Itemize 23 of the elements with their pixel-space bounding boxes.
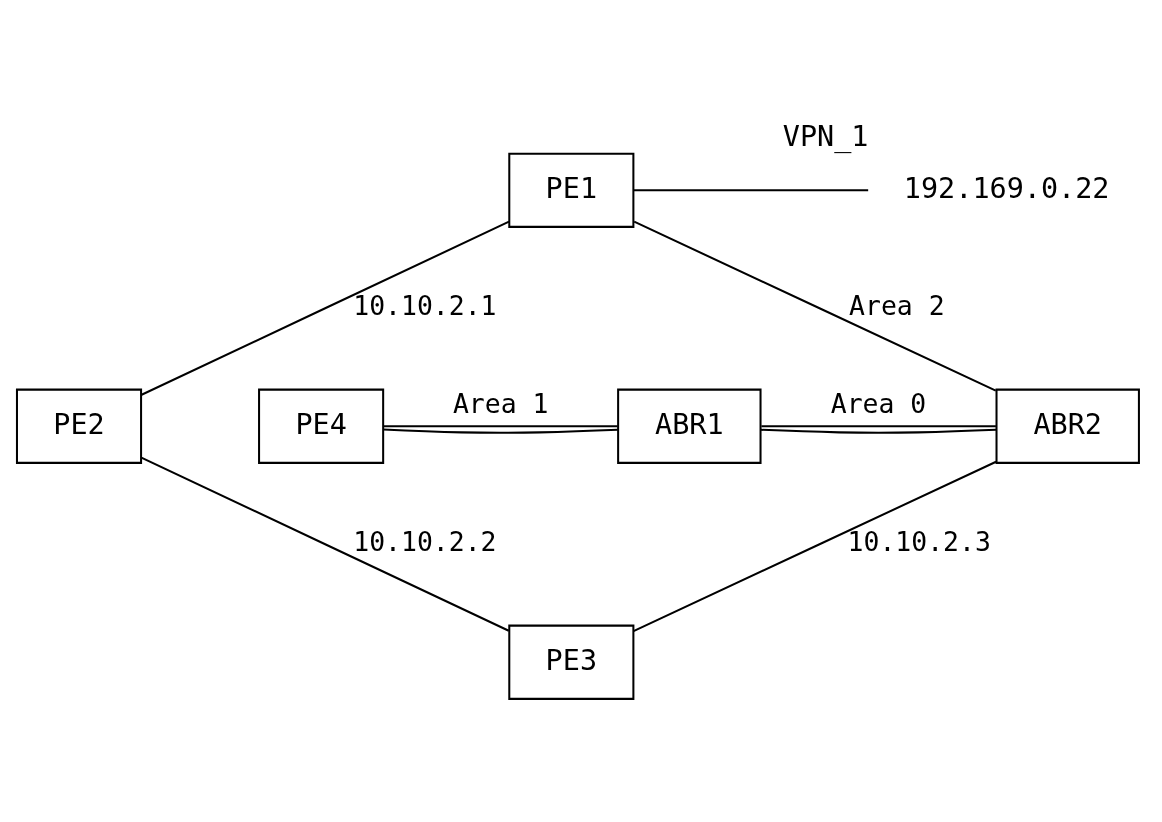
connector <box>141 220 510 396</box>
edge-label: 10.10.2.1 <box>353 290 497 322</box>
node-box: PE3 <box>508 624 635 700</box>
connector <box>761 425 996 428</box>
connector <box>760 428 997 434</box>
connector <box>633 189 869 192</box>
node-box: ABR1 <box>617 388 762 464</box>
edge-label: Area 0 <box>830 387 927 419</box>
node-box: ABR2 <box>995 388 1140 464</box>
edge-label: 10.10.2.2 <box>353 526 497 558</box>
node-label: VPN_1 <box>782 119 869 153</box>
node-box: PE2 <box>15 388 143 464</box>
connector <box>383 428 618 434</box>
connector <box>383 425 618 428</box>
node-box: PE1 <box>508 152 635 228</box>
connector <box>140 456 510 632</box>
connector <box>633 460 997 633</box>
node-box: PE4 <box>258 388 385 464</box>
edge-label: Area 1 <box>452 387 549 419</box>
edge-label: Area 2 <box>849 290 945 322</box>
connector <box>633 220 997 392</box>
edge-label: 10.10.2.3 <box>847 526 991 558</box>
node-text: 192.169.0.22 <box>903 171 1110 205</box>
